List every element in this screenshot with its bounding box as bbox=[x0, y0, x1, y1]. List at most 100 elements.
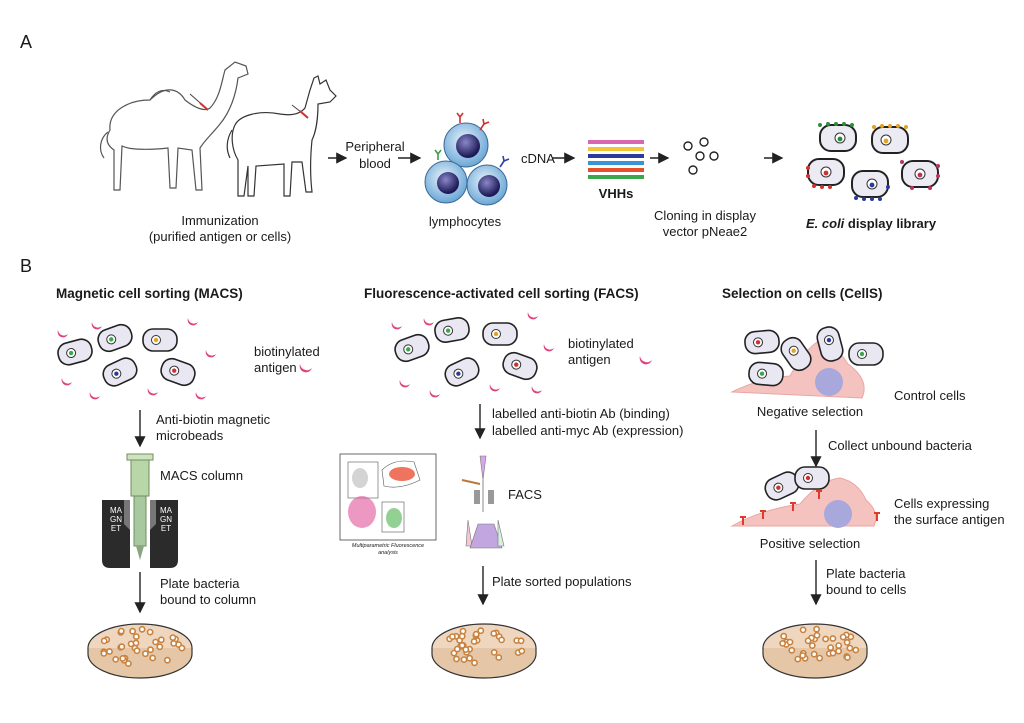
colony bbox=[112, 656, 120, 663]
colony bbox=[822, 635, 829, 643]
colony bbox=[472, 630, 480, 638]
colony bbox=[152, 638, 159, 646]
colony bbox=[453, 655, 460, 663]
colony bbox=[517, 637, 525, 645]
macs-step1-line2: microbeads bbox=[156, 428, 224, 443]
expressing-line1: Cells expressing bbox=[894, 496, 990, 511]
colony bbox=[827, 644, 834, 651]
colony bbox=[163, 656, 171, 664]
facs-antigen-line2: antigen bbox=[568, 352, 611, 367]
colony bbox=[810, 650, 818, 658]
syringe-icon bbox=[189, 93, 309, 119]
cells-plate-line1: Plate bacteria bbox=[826, 566, 906, 581]
colony bbox=[495, 654, 503, 661]
macs-step1-line1: Anti-biotin magnetic bbox=[156, 412, 271, 427]
colony bbox=[518, 647, 526, 655]
immunization-label: Immunization bbox=[181, 213, 259, 228]
colony bbox=[141, 650, 149, 658]
colony bbox=[843, 639, 851, 646]
colony bbox=[132, 639, 140, 647]
panel-b-label: B bbox=[20, 256, 33, 276]
colony bbox=[779, 640, 786, 647]
colony bbox=[118, 643, 126, 651]
colony bbox=[458, 642, 466, 649]
colony bbox=[839, 633, 847, 641]
macs-plate-line2: bound to column bbox=[160, 592, 257, 607]
facs-bacteria-cluster bbox=[391, 312, 652, 398]
colony bbox=[462, 646, 470, 653]
control-cells-label: Control cells bbox=[894, 388, 966, 403]
vhh-stripes bbox=[588, 140, 644, 179]
bacterial-colonies bbox=[100, 625, 860, 667]
vector-label: vector pNeae2 bbox=[662, 224, 748, 239]
collect-unbound-label: Collect unbound bacteria bbox=[828, 438, 972, 453]
cells-title: Selection on cells (CellS) bbox=[722, 286, 883, 301]
macs-column bbox=[126, 453, 154, 560]
facs-scatter-plot bbox=[339, 453, 437, 541]
ecoli-library bbox=[806, 122, 940, 201]
facs-step1: labelled anti-biotin Ab (binding) bbox=[492, 406, 670, 421]
colony bbox=[490, 649, 498, 656]
facs-step2: labelled anti-myc Ab (expression) bbox=[492, 423, 684, 438]
colony bbox=[808, 642, 816, 649]
colony bbox=[169, 634, 177, 641]
magnet-left-label: MAGNET bbox=[110, 506, 122, 533]
cells-plate-line2: bound to cells bbox=[826, 582, 907, 597]
scatter-caption-line1: Multiparametric Fluorescence bbox=[351, 543, 425, 549]
colony bbox=[813, 631, 821, 639]
colony bbox=[498, 636, 505, 644]
peripheral-label: Peripheral bbox=[345, 139, 405, 154]
colony bbox=[448, 633, 456, 640]
colony bbox=[106, 648, 113, 655]
macs-plate-line1: Plate bacteria bbox=[160, 576, 240, 591]
colony bbox=[100, 637, 108, 645]
facs-instrument bbox=[461, 455, 505, 549]
panel-a-label: A bbox=[20, 32, 33, 52]
colony bbox=[786, 638, 794, 646]
facs-instrument-label: FACS bbox=[508, 487, 542, 502]
immunization-subtitle: (purified antigen or cells) bbox=[148, 229, 292, 244]
colony bbox=[852, 646, 860, 654]
colony bbox=[149, 654, 157, 662]
lymphocytes-label: lymphocytes bbox=[428, 214, 502, 229]
cloning-label: Cloning in display bbox=[654, 208, 756, 223]
colony bbox=[835, 642, 843, 649]
library-text: display library bbox=[844, 216, 937, 231]
macs-title: Magnetic cell sorting (MACS) bbox=[56, 286, 243, 301]
facs-antigen-line1: biotinylated bbox=[568, 336, 634, 351]
antigen-expressing-cell bbox=[730, 466, 880, 528]
facs-title: Fluorescence-activated cell sorting (FAC… bbox=[364, 286, 639, 301]
colony bbox=[799, 626, 807, 634]
colony bbox=[117, 627, 125, 635]
expressing-line2: the surface antigen bbox=[894, 512, 1005, 527]
colony bbox=[794, 655, 802, 663]
macs-antigen-line1: biotinylated bbox=[254, 344, 320, 359]
colony bbox=[490, 630, 498, 637]
colony bbox=[100, 650, 108, 657]
facs-plate-label: Plate sorted populations bbox=[492, 574, 632, 589]
colony bbox=[466, 654, 473, 662]
colony bbox=[799, 652, 807, 659]
macs-bacteria-cluster bbox=[54, 318, 312, 400]
colony bbox=[147, 646, 154, 654]
colony bbox=[146, 628, 154, 636]
colony bbox=[846, 644, 854, 652]
colony bbox=[788, 646, 796, 654]
colony bbox=[460, 656, 468, 663]
colony bbox=[170, 640, 178, 647]
alpaca-illustration bbox=[226, 75, 337, 197]
colony bbox=[133, 647, 141, 655]
macs-column-label: MACS column bbox=[160, 468, 244, 483]
colony bbox=[844, 654, 851, 661]
colony bbox=[470, 638, 478, 645]
positive-selection-label: Positive selection bbox=[759, 536, 861, 551]
colony bbox=[829, 649, 837, 657]
camel-illustration bbox=[99, 61, 249, 191]
colony bbox=[453, 645, 461, 653]
ecoli-library-label: E. coli display library bbox=[806, 216, 936, 232]
colony bbox=[132, 633, 140, 640]
vhhs-label: VHHs bbox=[598, 186, 634, 201]
colony bbox=[804, 637, 812, 645]
